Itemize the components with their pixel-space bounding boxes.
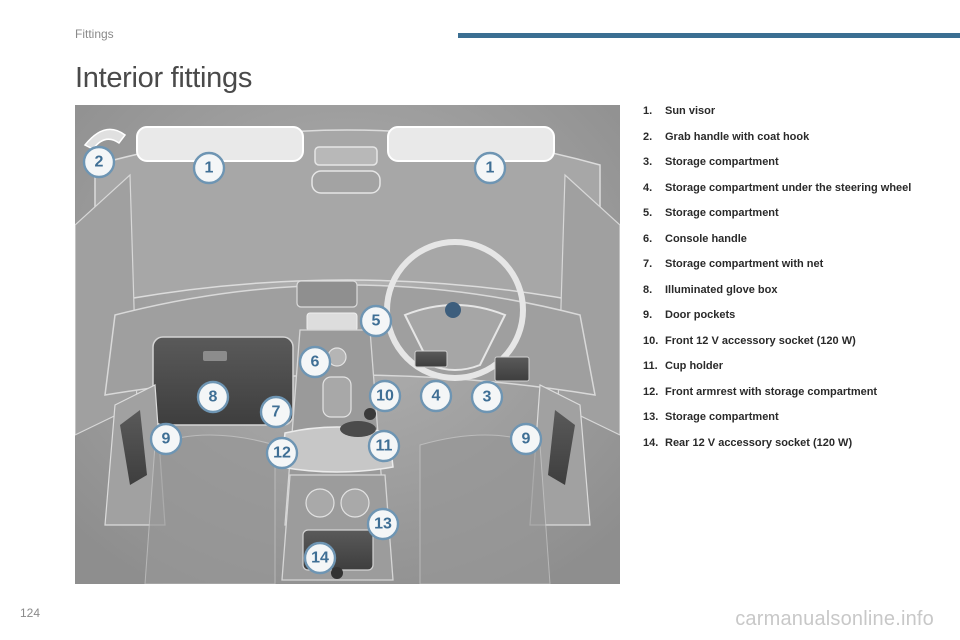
callout-2: 2 [82, 145, 116, 179]
callout-label: 5 [372, 313, 381, 330]
sun-visor-right [387, 126, 555, 162]
callout-14: 14 [303, 541, 337, 575]
legend-number: 9. [643, 309, 653, 321]
legend-item: 7. Storage compartment with net [643, 256, 943, 272]
interior-drawing: 2 1 1 5 6 8 7 10 [75, 105, 620, 584]
callout-label: 7 [272, 404, 281, 421]
callout-label: 11 [376, 438, 393, 455]
legend-number: 2. [643, 130, 653, 143]
callout-6: 6 [298, 345, 332, 379]
legend-number: 14. [643, 436, 659, 449]
glove-box [152, 336, 294, 426]
callout-3: 3 [470, 380, 504, 414]
grab-handle [83, 128, 127, 150]
legend-item: 14. Rear 12 V accessory socket (120 W) [643, 435, 943, 451]
callout-label: 8 [209, 389, 218, 406]
legend-number: 3. [643, 156, 653, 168]
legend-text: Storage compartment with net [665, 258, 824, 270]
legend-text: Storage compartment [665, 411, 779, 423]
callout-label: 1 [486, 160, 495, 177]
legend-number: 6. [643, 232, 653, 245]
callout-label: 2 [95, 154, 104, 171]
callout-label: 10 [376, 388, 394, 405]
callout-label: 3 [483, 389, 492, 406]
legend-item: 5. Storage compartment [643, 205, 943, 221]
legend-text: Storage compartment under the steering w… [665, 181, 912, 194]
legend-number: 4. [643, 181, 653, 194]
legend-number: 13. [643, 411, 659, 423]
callout-8: 8 [196, 380, 230, 414]
callout-13: 13 [366, 507, 400, 541]
callout-label: 6 [311, 354, 320, 371]
legend-text: Storage compartment [665, 156, 779, 168]
callout-1-right: 1 [473, 151, 507, 185]
legend-item: 1. Sun visor [643, 103, 943, 119]
legend-text: Front 12 V accessory socket (120 W) [665, 334, 856, 347]
legend-text: Front armrest with storage compartment [665, 385, 878, 398]
callout-label: 4 [432, 388, 441, 405]
legend-item: 4. Storage compartment under the steering… [643, 180, 943, 196]
callout-label: 1 [205, 160, 214, 177]
callout-5: 5 [359, 304, 393, 338]
callout-label: 12 [273, 445, 291, 462]
legend-text: Illuminated glove box [665, 283, 778, 296]
legend-number: 11. [643, 360, 658, 372]
legend-item: 12. Front armrest with storage compartmen… [643, 384, 943, 400]
section-label: Fittings [75, 27, 114, 41]
page-number: 124 [20, 606, 41, 620]
header-accent-bar [458, 33, 960, 38]
legend-item: 11. Cup holder [643, 358, 943, 374]
legend-number: 5. [643, 207, 653, 219]
legend-item: 6. Console handle [643, 231, 943, 247]
legend-number: 7. [643, 258, 653, 270]
interior-illustration: 2 1 1 5 6 8 7 10 [75, 105, 620, 584]
legend-item: 3. Storage compartment [643, 154, 943, 170]
legend-item: 2. Grab handle with coat hook [643, 129, 943, 145]
sun-visor-left [136, 126, 304, 162]
legend-text: Cup holder [665, 360, 724, 372]
legend-item: 8. Illuminated glove box [643, 282, 943, 298]
watermark-text: carmanualsonline.info [735, 608, 934, 630]
legend-text: Grab handle with coat hook [665, 130, 810, 143]
legend-item: 10. Front 12 V accessory socket (120 W) [643, 333, 943, 349]
callout-12: 12 [265, 436, 299, 470]
legend-number: 10. [643, 334, 659, 347]
callout-label: 9 [522, 431, 531, 448]
legend-item: 13. Storage compartment [643, 409, 943, 425]
legend-text: Console handle [665, 232, 747, 245]
callout-9-right: 9 [509, 422, 543, 456]
legend-item: 9. Door pockets [643, 307, 943, 323]
legend-number: 1. [643, 105, 653, 117]
legend-number: 12. [643, 385, 659, 398]
legend-list: 1. Sun visor 2. Grab handle with coat hook… [643, 103, 943, 460]
callout-label: 14 [311, 550, 329, 567]
callout-label: 9 [162, 431, 171, 448]
callout-10: 10 [368, 379, 402, 413]
callout-1-left: 1 [192, 151, 226, 185]
legend-text: Sun visor [665, 105, 716, 117]
legend-text: Door pockets [665, 309, 736, 321]
callout-9-left: 9 [149, 422, 183, 456]
callout-4: 4 [419, 379, 453, 413]
legend-text: Rear 12 V accessory socket (120 W) [665, 436, 853, 449]
legend-text: Storage compartment [665, 207, 779, 219]
callout-11: 11 [367, 429, 401, 463]
callout-7: 7 [259, 395, 293, 429]
page-title: Interior fittings [75, 62, 253, 94]
callout-label: 13 [374, 516, 392, 533]
legend-number: 8. [643, 283, 653, 296]
